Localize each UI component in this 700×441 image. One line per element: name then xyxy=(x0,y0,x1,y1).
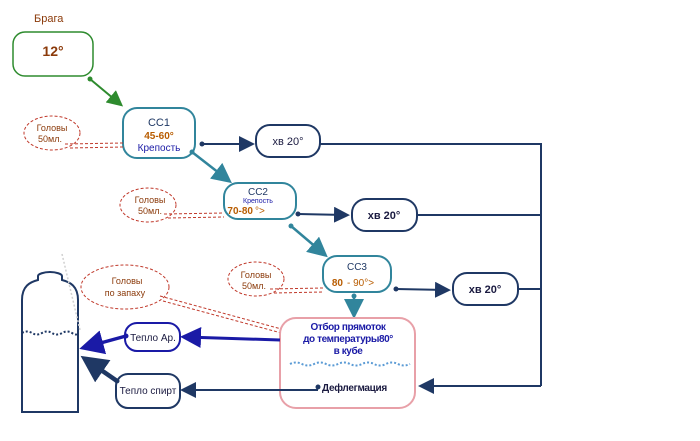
cc1-box xyxy=(122,107,196,159)
heads-2-bubble xyxy=(119,187,177,223)
heads-1-line2: 50мл. xyxy=(38,134,62,144)
final-line3: в кубе xyxy=(334,345,364,357)
cooler-1-box xyxy=(255,124,321,158)
decor-dotted-line xyxy=(61,253,81,331)
arrow-cc2-to-cooler2 xyxy=(297,206,350,223)
heads-4-line2: 50мл. xyxy=(242,281,266,291)
cc1-range: 45-60° xyxy=(144,131,174,142)
teplo-spirit-label: Тепло спирт xyxy=(120,386,177,397)
cc3-box xyxy=(322,255,392,293)
cc2-box xyxy=(223,182,297,220)
heads-1-line1: Головы xyxy=(37,123,68,133)
cc3-range-a: 80 xyxy=(332,278,344,289)
cooler-1-label: хв 20° xyxy=(272,136,303,148)
final-line1: Отбор прямоток xyxy=(310,321,386,333)
tank-outline xyxy=(21,270,79,413)
arrow-teplo-ar-to-tank xyxy=(79,330,127,355)
final-liquid-wave xyxy=(289,361,411,367)
teplo-ar-label: Тепло Ар. xyxy=(130,333,176,344)
return-line-cooler1 xyxy=(320,143,542,386)
cc2-suffix: °> xyxy=(255,206,265,217)
cc2-note: Крепость xyxy=(243,198,273,205)
tank-liquid-level xyxy=(21,330,79,336)
arrow-brage-to-cc1 xyxy=(89,78,124,107)
cc2-range: 70-80 xyxy=(227,206,253,217)
brage-label: Брага xyxy=(34,13,64,25)
final-deflegmation: Дефлегмация xyxy=(322,382,387,394)
heads-2-line2: 50мл. xyxy=(138,206,162,216)
cc3-title: СС3 xyxy=(347,262,367,273)
teplo-spirit-box xyxy=(115,373,181,409)
arrow-teplo-spirit-to-tank xyxy=(80,355,119,383)
heads-3-line2: по запаху xyxy=(105,288,146,298)
cc1-title: СС1 xyxy=(148,117,170,129)
arrow-to-teplo-ar xyxy=(180,326,281,348)
cc2-title: СС2 xyxy=(248,187,268,198)
arrow-cc2-to-cc3 xyxy=(290,225,328,258)
heads-3-line1: Головы xyxy=(112,276,143,286)
arrow-cc1-to-cc2 xyxy=(191,151,232,184)
heads-1-bubble xyxy=(23,115,81,151)
heads-2-line1: Головы xyxy=(135,195,166,205)
brage-temp: 12° xyxy=(42,43,63,59)
cooler-2-label: хв 20° xyxy=(368,210,401,222)
heads-4-bubble xyxy=(227,261,285,297)
final-box xyxy=(279,317,416,409)
heads-4-line1: Головы xyxy=(241,270,272,280)
cooler-3-label: хв 20° xyxy=(469,284,502,296)
cc3-range-b: - 90°> xyxy=(347,278,374,289)
cc1-note: Крепость xyxy=(138,143,181,154)
arrow-cc3-to-cooler3 xyxy=(395,281,451,298)
heads-3-bubble xyxy=(80,264,170,310)
brage-box xyxy=(12,31,94,77)
storage-tank xyxy=(21,270,79,413)
final-line2: до температуры80° xyxy=(303,334,393,345)
